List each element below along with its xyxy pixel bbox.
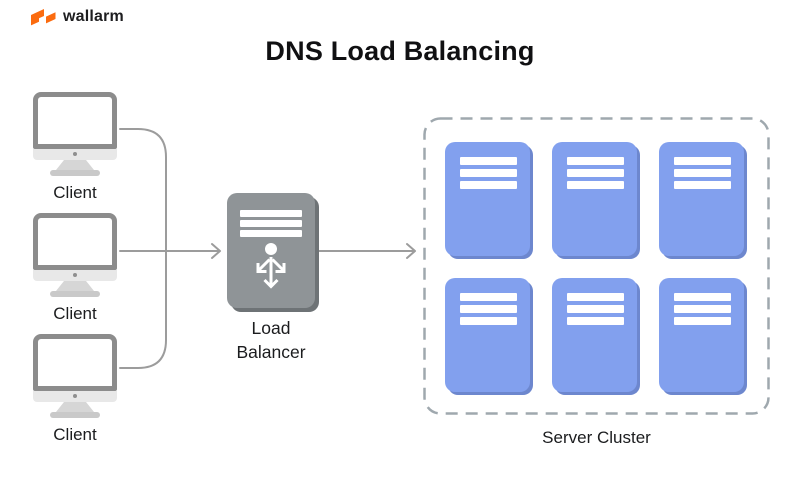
distribute-arrows-icon [240,242,302,299]
cluster-dashed-boundary [423,117,770,415]
page-title: DNS Load Balancing [265,36,535,66]
server-box-icon [552,278,637,392]
server-slot-bar [240,210,302,217]
server-box-icon [445,142,530,256]
desktop-monitor-icon [33,334,117,418]
monitor-screen [33,334,117,391]
monitor-camera-dot [73,152,77,156]
client-label: Client [53,304,97,323]
server-box-icon [659,142,744,256]
wallarm-logo-icon [31,9,56,26]
server-slot-bar [240,230,302,237]
brand-logo: wallarm [30,7,124,27]
server-box-icon [659,278,744,392]
monitor-chin [33,391,117,402]
server-grid [445,142,744,392]
monitor-stand-neck [56,281,94,291]
clients-to-balancer-arrowhead [211,243,221,259]
monitor-chin [33,149,117,160]
monitor-chin [33,270,117,281]
client-node-3: Client [33,334,117,445]
monitor-screen [33,213,117,270]
server-cluster [423,117,770,415]
monitor-stand-neck [56,402,94,412]
client-merge-rail [119,128,167,369]
client-label: Client [53,183,97,202]
monitor-stand-base [50,291,100,297]
client-node-2: Client [33,213,117,324]
monitor-screen [33,92,117,149]
client-node-1: Client [33,92,117,203]
desktop-monitor-icon [33,92,117,176]
load-balancer-node [227,193,315,308]
monitor-stand-base [50,412,100,418]
balancer-to-cluster-arrowhead [406,243,416,259]
monitor-camera-dot [73,394,77,398]
client-label: Client [53,425,97,444]
load-balancer-label: Load Balancer [236,318,306,362]
desktop-monitor-icon [33,213,117,297]
server-slot-bar [240,220,302,227]
server-box-icon [445,278,530,392]
monitor-stand-neck [56,160,94,170]
monitor-camera-dot [73,273,77,277]
monitor-stand-base [50,170,100,176]
server-box-icon [552,142,637,256]
brand-name: wallarm [63,8,124,25]
server-cluster-label: Server Cluster [542,428,651,447]
